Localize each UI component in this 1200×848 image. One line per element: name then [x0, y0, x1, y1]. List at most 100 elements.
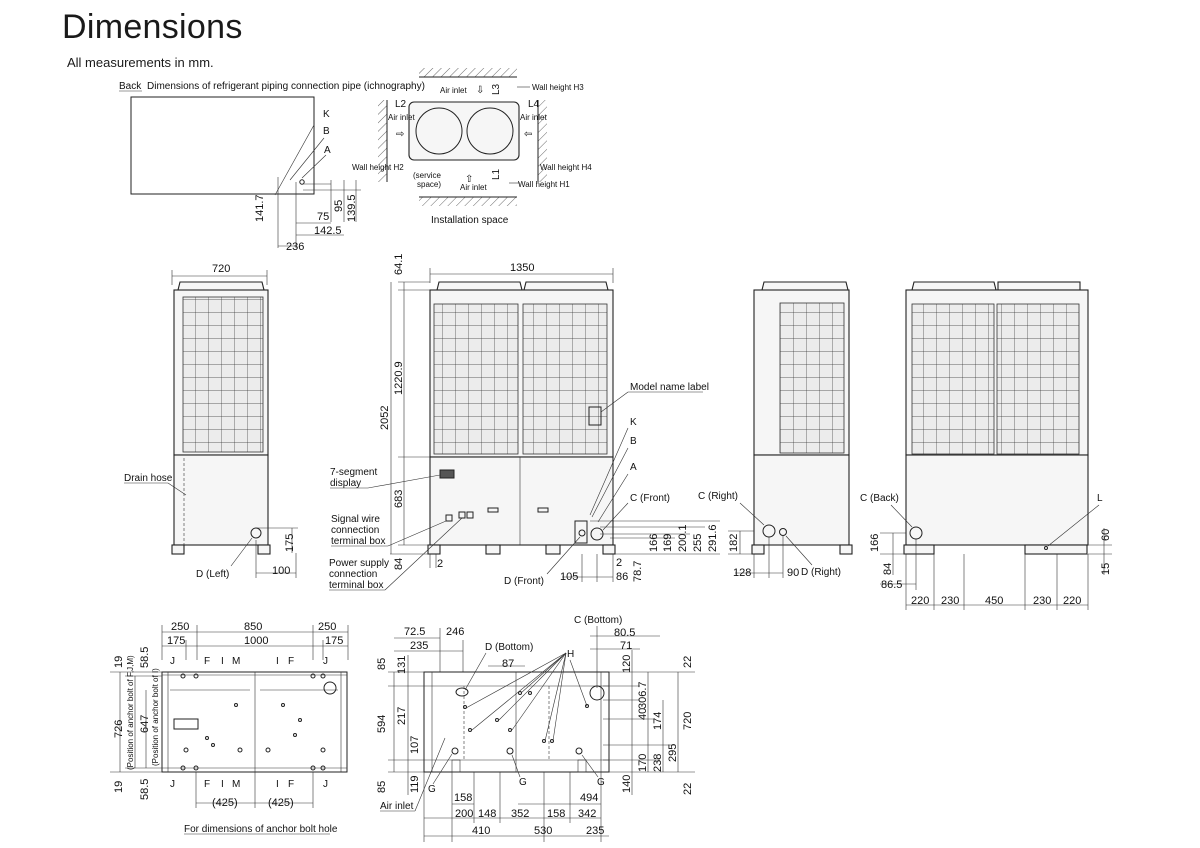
anchor-bot-f2: F	[288, 779, 294, 790]
right-pipe-d	[779, 528, 787, 536]
piping-letter-k: K	[323, 109, 330, 120]
bottom-base-outline	[423, 671, 610, 773]
bottom-dim-170: 170	[637, 754, 649, 772]
drain-hose-label: Drain hose	[124, 473, 173, 484]
air-inlet-top: Air inlet	[440, 86, 467, 95]
front-coil-right	[522, 303, 608, 455]
power-box-label-3: terminal box	[329, 580, 383, 591]
anchor-opening	[173, 718, 199, 730]
bottom-view: 72.5 246 235 87 80.5 71 D (Bottom) C (Bo…	[376, 615, 695, 842]
right-side-view: C (Right) D (Right) 182 128 90	[698, 281, 853, 579]
bottom-dim-246: 246	[446, 626, 464, 638]
front-letter-b: B	[630, 436, 637, 447]
left-dim-175: 175	[284, 534, 296, 552]
bottom-dim-295: 295	[667, 744, 679, 762]
right-coil-grille	[779, 302, 845, 454]
right-arrow-icon: ⇨	[396, 129, 404, 140]
service-space-2: space)	[417, 180, 441, 189]
back-dim-86-5: 86.5	[881, 579, 902, 591]
c-right-label: C (Right)	[698, 491, 738, 502]
bottom-dim-352: 352	[511, 808, 529, 820]
front-dim-683: 683	[393, 490, 405, 508]
left-dim-100: 100	[272, 565, 290, 577]
bottom-dim-87: 87	[502, 658, 514, 670]
g-label-1: G	[428, 784, 436, 795]
air-inlet-bottom-label: Air inlet	[380, 801, 414, 812]
piping-dim-139-5: 139.5	[346, 194, 358, 222]
label-l1: L1	[491, 168, 502, 180]
piping-letter-a: A	[324, 145, 331, 156]
back-label: Back	[119, 81, 142, 92]
piping-letter-b: B	[323, 126, 330, 137]
bottom-dim-71: 71	[620, 640, 632, 652]
seven-segment-label-2: display	[330, 478, 361, 489]
left-coil-grille	[182, 296, 264, 453]
back-dim-220-b: 220	[1063, 595, 1081, 607]
anchor-dim-850: 850	[244, 621, 262, 633]
bottom-dim-158-b: 158	[547, 808, 565, 820]
piping-dim-75: 75	[317, 211, 329, 223]
bottom-dim-238: 238	[652, 754, 664, 772]
front-letter-a: A	[630, 462, 637, 473]
bottom-dim-85-a: 85	[376, 658, 388, 670]
anchor-dim-58-5-a: 58.5	[139, 647, 151, 668]
front-dim-200-1: 200.1	[677, 524, 689, 552]
bottom-dim-107: 107	[409, 736, 421, 754]
bottom-dim-530: 530	[534, 825, 552, 837]
back-view: C (Back) L 166 84 86.5 60 15 220 230 450…	[860, 281, 1112, 610]
wall-height-h1: Wall height H1	[518, 180, 570, 189]
bottom-dim-22-a: 22	[682, 656, 694, 668]
d-right-label: D (Right)	[801, 567, 841, 578]
bottom-dim-158-a: 158	[454, 792, 472, 804]
piping-dim-141-7: 141.7	[254, 194, 266, 222]
anchor-dim-250-a: 250	[171, 621, 189, 633]
signal-box-label-1: Signal wire	[331, 514, 380, 525]
h-label: H	[567, 649, 574, 660]
wall-height-h4: Wall height H4	[540, 163, 592, 172]
air-inlet-right: Air inlet	[520, 113, 547, 122]
c-bottom-label: C (Bottom)	[574, 615, 622, 626]
anchor-dim-19-b: 19	[113, 781, 125, 793]
bottom-hole-c	[589, 685, 605, 701]
anchor-bot-i2: I	[276, 779, 279, 790]
anchor-top-i2: I	[276, 656, 279, 667]
d-left-label: D (Left)	[196, 569, 229, 580]
bottom-dim-148: 148	[478, 808, 496, 820]
piping-dim-95: 95	[333, 200, 345, 212]
front-dim-166: 166	[648, 534, 660, 552]
front-width-1350: 1350	[510, 262, 534, 274]
back-coil-right	[996, 303, 1080, 455]
bottom-dim-119: 119	[409, 775, 421, 793]
front-dim-2-small: 2	[616, 557, 622, 569]
bottom-dim-40: 40	[637, 708, 649, 720]
bottom-dim-235-b: 235	[586, 825, 604, 837]
right-dim-90: 90	[787, 567, 799, 579]
back-hole-l	[1044, 546, 1048, 550]
label-l4: L4	[528, 99, 540, 110]
fan-right-icon	[466, 107, 514, 155]
left-side-view: 720 Drain hose D (Left) 175 100	[124, 263, 298, 580]
back-dim-450: 450	[985, 595, 1003, 607]
right-dim-182: 182	[728, 534, 740, 552]
bottom-dim-342: 342	[578, 808, 596, 820]
power-box-label-2: connection	[329, 569, 377, 580]
air-inlet-left: Air inlet	[388, 113, 415, 122]
page-title: Dimensions	[62, 8, 243, 46]
front-dim-64-1: 64.1	[393, 254, 405, 275]
anchor-top-f2: F	[288, 656, 294, 667]
front-dim-84: 84	[393, 558, 405, 570]
anchor-top-i1: I	[221, 656, 224, 667]
air-inlet-bottom: Air inlet	[460, 183, 487, 192]
back-dim-15: 15	[1100, 563, 1112, 575]
bottom-dim-200: 200	[455, 808, 473, 820]
bottom-dim-306-7: 306.7	[637, 681, 649, 709]
front-dim-169: 169	[662, 534, 674, 552]
signal-box-label-2: connection	[331, 525, 379, 536]
back-coil-left	[911, 303, 995, 455]
anchor-bolt-view: 250 850 250 175 1000 175 J F I M I F J J…	[110, 621, 349, 835]
anchor-bot-j2: J	[323, 779, 328, 790]
front-dim-2: 2	[437, 558, 443, 570]
piping-caption: Dimensions of refrigerant piping connect…	[147, 81, 425, 92]
d-bottom-label: D (Bottom)	[485, 642, 533, 653]
anchor-dim-19-a: 19	[113, 656, 125, 668]
